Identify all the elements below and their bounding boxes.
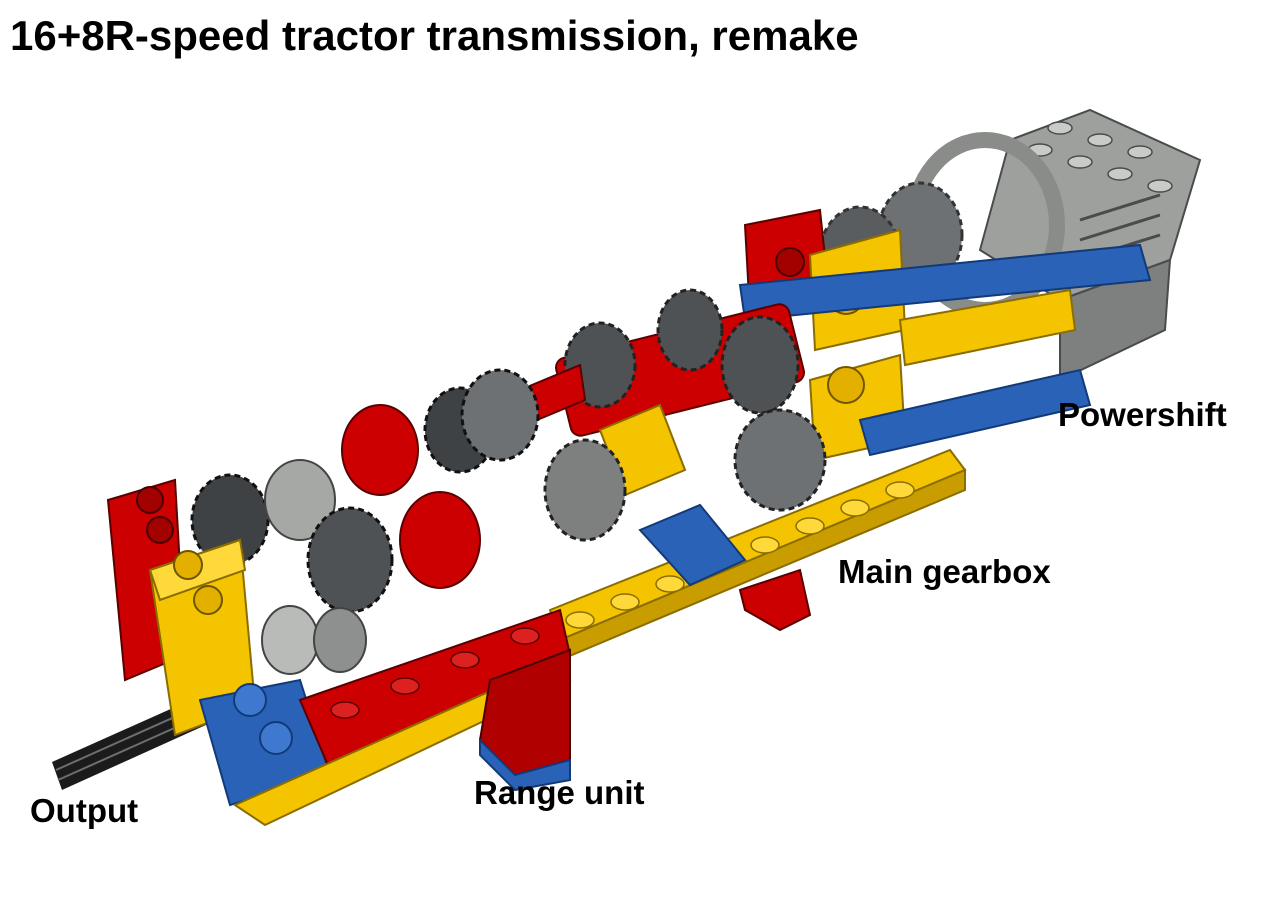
upper-beams	[738, 243, 1152, 457]
main-gearbox-gears	[518, 288, 827, 512]
range-unit-frame	[106, 478, 572, 827]
main-gearbox-frame	[548, 403, 967, 662]
powershift-housing	[905, 108, 1202, 382]
main-gearbox-label: Main gearbox	[838, 553, 1051, 590]
powershift-label: Powershift	[1058, 396, 1227, 433]
output-label: Output	[30, 792, 139, 829]
page-title: 16+8R-speed tractor transmission, remake	[10, 12, 859, 59]
range-unit-gears	[190, 368, 627, 675]
range-unit-label: Range unit	[474, 774, 645, 811]
